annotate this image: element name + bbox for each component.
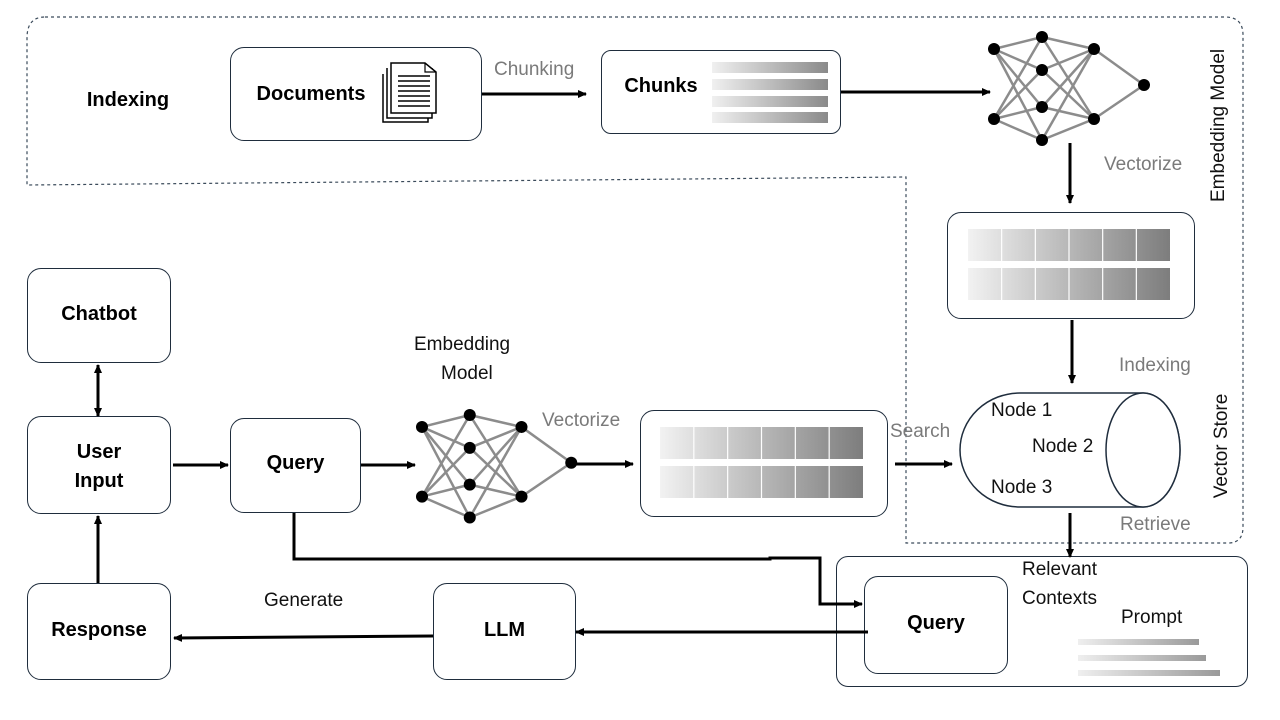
documents-label: Documents	[256, 83, 366, 105]
network-node	[515, 420, 528, 433]
node1-label: Node 1	[991, 400, 1053, 421]
network-edge	[993, 117, 1043, 142]
network-edge	[1093, 47, 1145, 87]
embedding-model-line2: Model	[441, 363, 493, 384]
document-stack-icon	[382, 62, 437, 123]
network-edge	[1093, 83, 1145, 121]
network-node	[988, 113, 1000, 125]
relevant-contexts-line2: Contexts	[1022, 588, 1097, 609]
network-node	[463, 409, 476, 421]
network-node	[1036, 31, 1048, 43]
chatbot-label: Chatbot	[61, 303, 137, 325]
search-label: Search	[890, 421, 951, 442]
network-node	[1088, 43, 1100, 55]
embedding-model-line1: Embedding	[414, 334, 511, 355]
network-edge	[421, 483, 471, 498]
indexing-section-label: Indexing	[86, 89, 170, 111]
network-edge	[1041, 35, 1095, 51]
node3-label: Node 3	[991, 477, 1053, 498]
node2-label: Node 2	[1032, 436, 1094, 457]
network-edge	[1041, 117, 1095, 142]
vectorize-middle-label: Vectorize	[542, 410, 621, 431]
neural-network-icon	[416, 409, 578, 524]
network-edge	[420, 414, 471, 498]
query-box-left	[230, 418, 361, 513]
network-node	[416, 420, 428, 433]
network-node	[565, 456, 578, 469]
network-edge	[993, 105, 1043, 121]
network-edge	[993, 47, 1043, 72]
network-node	[515, 490, 528, 503]
network-edge	[468, 426, 523, 486]
network-edge	[421, 425, 471, 449]
network-node	[463, 511, 476, 524]
network-edge	[1041, 48, 1095, 108]
network-edge	[992, 36, 1044, 120]
chunking-label: Chunking	[494, 59, 575, 80]
response-label: Response	[51, 619, 147, 641]
query-right-label: Query	[907, 612, 965, 634]
network-node	[463, 478, 476, 491]
network-edge	[421, 413, 471, 429]
llm-box	[433, 583, 576, 680]
vector-bars-icon	[968, 229, 1170, 300]
prompt-lines-icon	[1078, 639, 1220, 676]
user-input-line2: Input	[74, 470, 124, 492]
network-edge	[1041, 47, 1095, 72]
network-edge	[520, 461, 572, 498]
network-node	[1138, 79, 1150, 91]
user-input-label: User Input	[27, 438, 171, 496]
network-edge	[469, 483, 522, 498]
arrow-query-to-prompt-query	[292, 513, 863, 608]
vector-bars-icon	[660, 427, 863, 498]
network-edge	[421, 446, 471, 498]
chunk-bars-icon	[712, 62, 828, 123]
network-edge	[1041, 105, 1095, 121]
embedding-model-vertical-label: Embedding Model	[1208, 48, 1229, 202]
network-edge	[993, 69, 1043, 120]
network-edge	[468, 426, 523, 519]
network-edge	[1040, 48, 1096, 141]
retrieve-label: Retrieve	[1120, 514, 1191, 535]
arrow-llm-to-response	[173, 633, 434, 642]
network-edge	[469, 495, 522, 519]
network-node	[416, 490, 428, 503]
network-node	[988, 43, 1000, 55]
chunks-label: Chunks	[624, 75, 698, 97]
relevant-contexts-line1: Relevant	[1022, 559, 1097, 580]
generate-label: Generate	[264, 590, 344, 611]
query-left-label: Query	[266, 452, 325, 474]
network-edge	[469, 413, 522, 429]
response-box	[27, 583, 171, 680]
network-node	[1036, 134, 1048, 146]
network-node	[1036, 101, 1048, 113]
prompt-label: Prompt	[1121, 607, 1183, 628]
user-input-box	[27, 416, 171, 514]
documents-box	[230, 47, 482, 141]
indexing-edge-label: Indexing	[1119, 355, 1191, 376]
network-edge	[520, 425, 572, 464]
indexing-region-outline	[26, 16, 1244, 544]
llm-label: LLM	[483, 619, 526, 641]
vector-store-vertical-label: Vector Store	[1211, 393, 1232, 499]
vectorize-top-label: Vectorize	[1104, 154, 1183, 175]
network-edge	[993, 35, 1043, 51]
query-box-right	[864, 576, 1008, 674]
neural-network-icon	[988, 31, 1150, 146]
vector-store-cylinder	[959, 392, 1181, 508]
network-node	[1088, 113, 1100, 125]
user-input-line1: User	[76, 441, 122, 463]
network-edge	[469, 425, 522, 449]
chatbot-box	[27, 268, 171, 363]
network-node	[1036, 64, 1048, 76]
network-edge	[421, 495, 471, 519]
network-node	[463, 441, 476, 454]
